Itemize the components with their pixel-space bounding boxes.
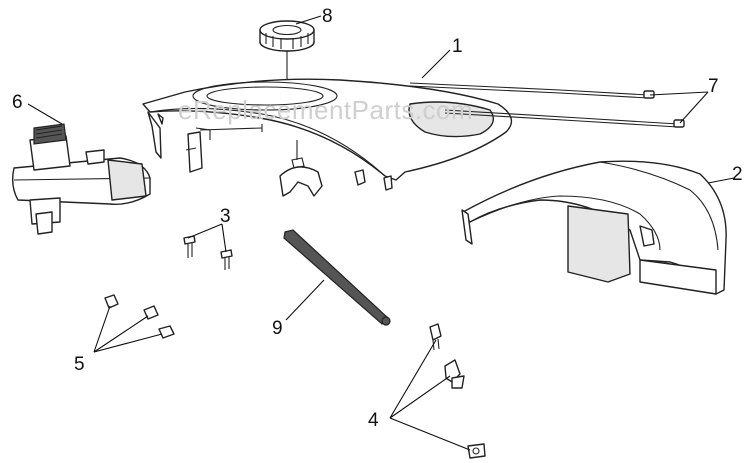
part-8-fuel-cap [259, 20, 315, 80]
callout-5: 5 [74, 354, 85, 375]
callout-8: 8 [322, 6, 333, 27]
part-1-upper-shroud [142, 78, 513, 197]
watermark: eReplacementParts.com [178, 95, 473, 125]
part-4-fasteners [429, 323, 486, 459]
callout-6: 6 [12, 92, 23, 113]
part-9-rod [283, 229, 391, 326]
callout-3: 3 [220, 206, 231, 227]
part-5-clips [104, 294, 175, 339]
part-7-cable-ties [409, 82, 685, 128]
part-6-engine [11, 123, 151, 235]
callout-7: 7 [708, 76, 719, 97]
callout-2: 2 [732, 164, 743, 185]
part-2-rear-shroud [461, 160, 727, 295]
part-3-screws [183, 235, 233, 270]
callout-1: 1 [452, 36, 463, 57]
leader-lines [27, 15, 735, 451]
callout-4: 4 [368, 410, 379, 431]
callouts: 1 2 3 4 5 6 7 8 9 [12, 6, 743, 431]
callout-9: 9 [272, 318, 283, 339]
